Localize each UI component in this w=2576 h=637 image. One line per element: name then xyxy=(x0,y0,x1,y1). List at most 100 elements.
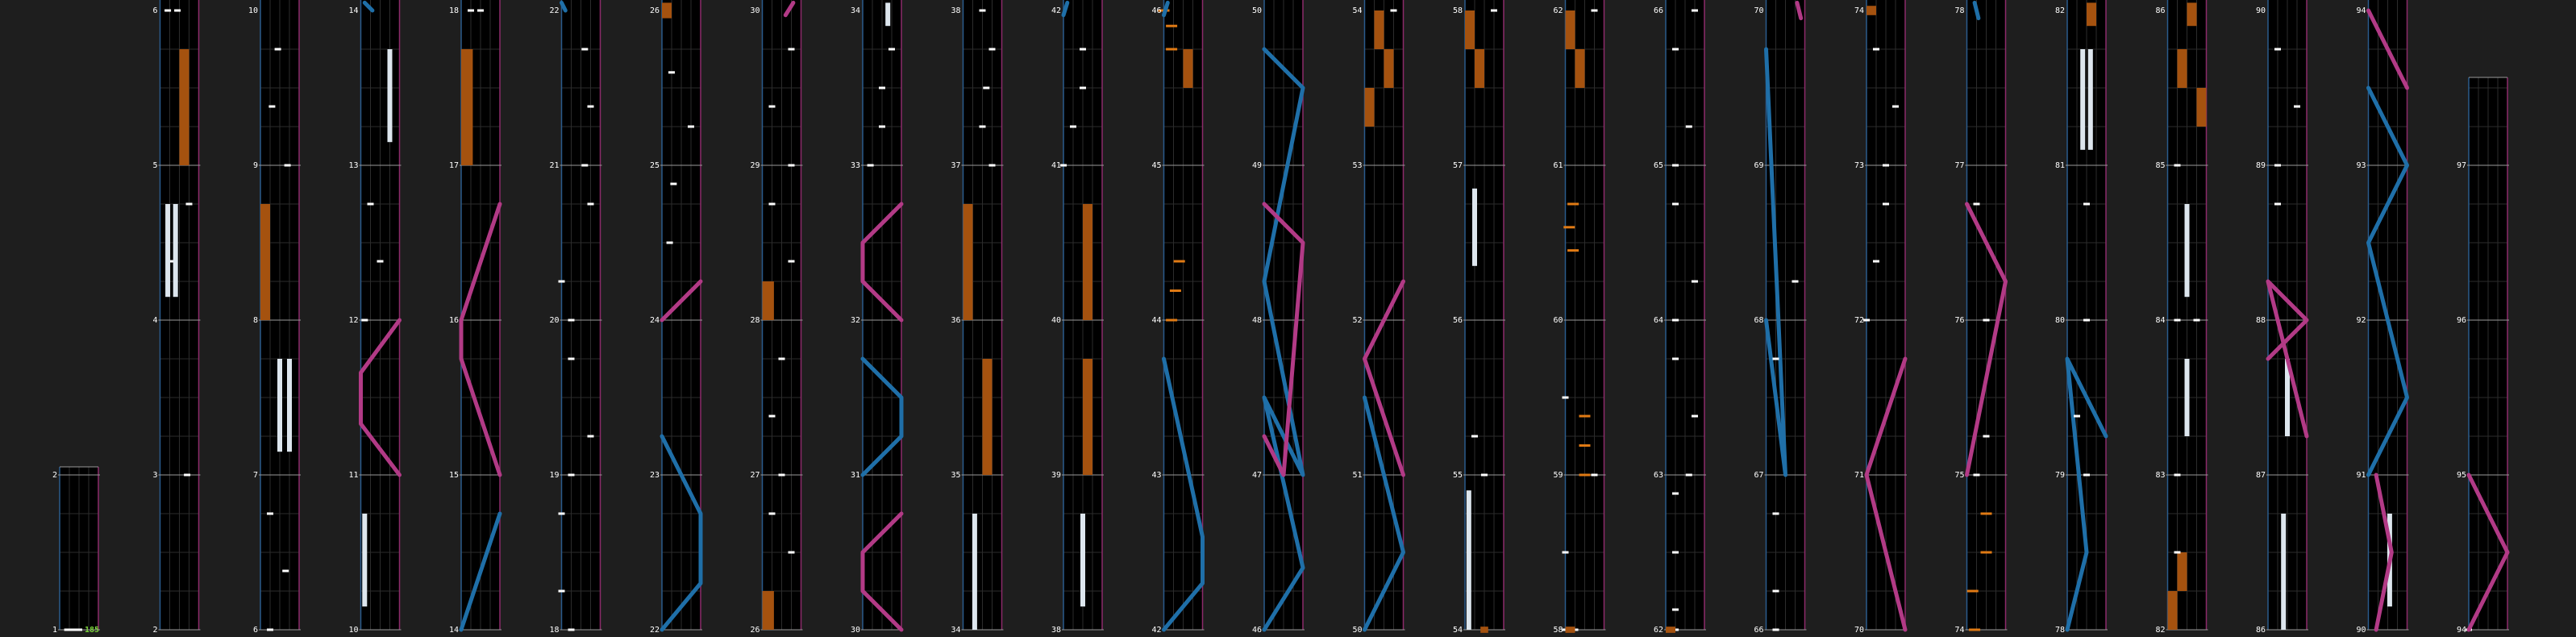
chain-note xyxy=(1173,260,1185,263)
chain-note xyxy=(1563,226,1575,229)
hold-note xyxy=(2087,49,2093,150)
measure-label: 1 xyxy=(52,626,57,634)
hold-note-orange xyxy=(762,591,774,630)
hold-note-orange xyxy=(1480,627,1488,633)
chain-note xyxy=(1579,444,1591,448)
tap-note xyxy=(1685,125,1692,128)
tap-note xyxy=(867,164,874,167)
tap-note xyxy=(558,280,565,283)
hold-note-orange xyxy=(1364,88,1375,127)
tap-note xyxy=(688,125,694,128)
measure-label: 13 xyxy=(348,161,358,170)
tap-note xyxy=(468,9,474,12)
hold-note-orange xyxy=(1384,49,1394,88)
hold-note xyxy=(885,2,891,27)
measure-label: 25 xyxy=(650,161,660,170)
chain-note xyxy=(1166,24,1178,27)
slide-note xyxy=(1061,0,1070,18)
measure-label: 78 xyxy=(1954,6,1964,15)
tap-note xyxy=(1772,357,1779,360)
tap-note xyxy=(1591,473,1598,477)
tap-note xyxy=(2083,473,2090,477)
measure-label: 58 xyxy=(1553,626,1563,634)
slide-note xyxy=(1262,202,1305,477)
slide-note xyxy=(860,356,904,477)
tap-note xyxy=(1983,435,1990,438)
hold-note xyxy=(387,49,393,143)
measure-label: 58 xyxy=(1453,6,1463,15)
tap-note xyxy=(581,48,589,51)
measure-label: 51 xyxy=(1352,471,1362,480)
hold-note xyxy=(2184,359,2190,436)
measure-label: 19 xyxy=(549,471,559,480)
slide-note xyxy=(459,202,502,477)
hold-note-orange xyxy=(1183,49,1193,88)
hold-note-orange xyxy=(2177,49,2187,88)
tap-note xyxy=(568,318,575,322)
measure-label: 86 xyxy=(2155,6,2165,15)
tap-note xyxy=(1672,492,1679,495)
tap-note xyxy=(1591,9,1598,12)
measure-label: 2 xyxy=(52,471,57,480)
tap-note xyxy=(2174,164,2181,167)
measure-label: 14 xyxy=(348,6,358,15)
slide-note xyxy=(1965,202,2008,477)
tap-note xyxy=(1672,357,1679,360)
tap-note xyxy=(1873,48,1879,51)
measure-label: 20 xyxy=(549,316,559,325)
tap-note xyxy=(2193,318,2200,322)
measure-label: 60 xyxy=(1553,316,1563,325)
measure-label: 27 xyxy=(750,471,759,480)
measure-label: 62 xyxy=(1654,626,1663,634)
slide-note xyxy=(1363,279,1405,477)
tap-note xyxy=(2083,202,2090,206)
tap-note xyxy=(1772,628,1779,631)
measure-label: 45 xyxy=(1151,161,1161,170)
measure-label: 68 xyxy=(1754,316,1763,325)
tap-note xyxy=(1481,473,1488,477)
hold-note-orange xyxy=(1866,6,1876,15)
measure-label: 65 xyxy=(1654,161,1663,170)
measure-label: 47 xyxy=(1252,471,1262,480)
measure-label: 94 xyxy=(2457,626,2466,634)
hold-note-orange xyxy=(762,281,774,320)
slide-note xyxy=(1162,0,1170,18)
measure-label: 55 xyxy=(1453,471,1463,480)
measure-label: 30 xyxy=(750,6,759,15)
tap-note xyxy=(2074,414,2080,418)
measure-label: 90 xyxy=(2356,626,2366,634)
tap-note xyxy=(778,357,785,360)
chain-note xyxy=(1567,249,1579,252)
tap-note xyxy=(268,105,276,108)
tap-note xyxy=(983,86,990,90)
hold-note-orange xyxy=(1465,10,1475,49)
measure-label: 62 xyxy=(1553,6,1563,15)
hold-note xyxy=(1472,188,1477,266)
measure-label: 5 xyxy=(152,161,157,170)
tap-note xyxy=(788,551,795,554)
measure-label: 54 xyxy=(1453,626,1463,634)
measure-label: 63 xyxy=(1654,471,1663,480)
tap-note xyxy=(979,125,986,128)
tap-note xyxy=(2274,48,2281,51)
tap-note xyxy=(768,414,776,418)
slide-note xyxy=(660,279,703,323)
measure-label: 4 xyxy=(152,316,157,325)
measure-label: 15 xyxy=(449,471,459,480)
measure-label: 67 xyxy=(1754,471,1763,480)
measure-label: 72 xyxy=(1854,316,1864,325)
hold-note-orange xyxy=(1475,49,1484,88)
tap-note xyxy=(670,182,677,185)
tap-note xyxy=(778,473,785,477)
measure-label: 54 xyxy=(1352,6,1362,15)
slide-note xyxy=(560,0,568,13)
tap-note xyxy=(1672,48,1679,51)
tap-note xyxy=(581,164,589,167)
measure-label: 44 xyxy=(1151,316,1161,325)
slide-note xyxy=(359,318,402,477)
hold-note-orange xyxy=(1374,10,1384,49)
slide-note xyxy=(860,202,904,323)
tap-note xyxy=(1883,164,1889,167)
